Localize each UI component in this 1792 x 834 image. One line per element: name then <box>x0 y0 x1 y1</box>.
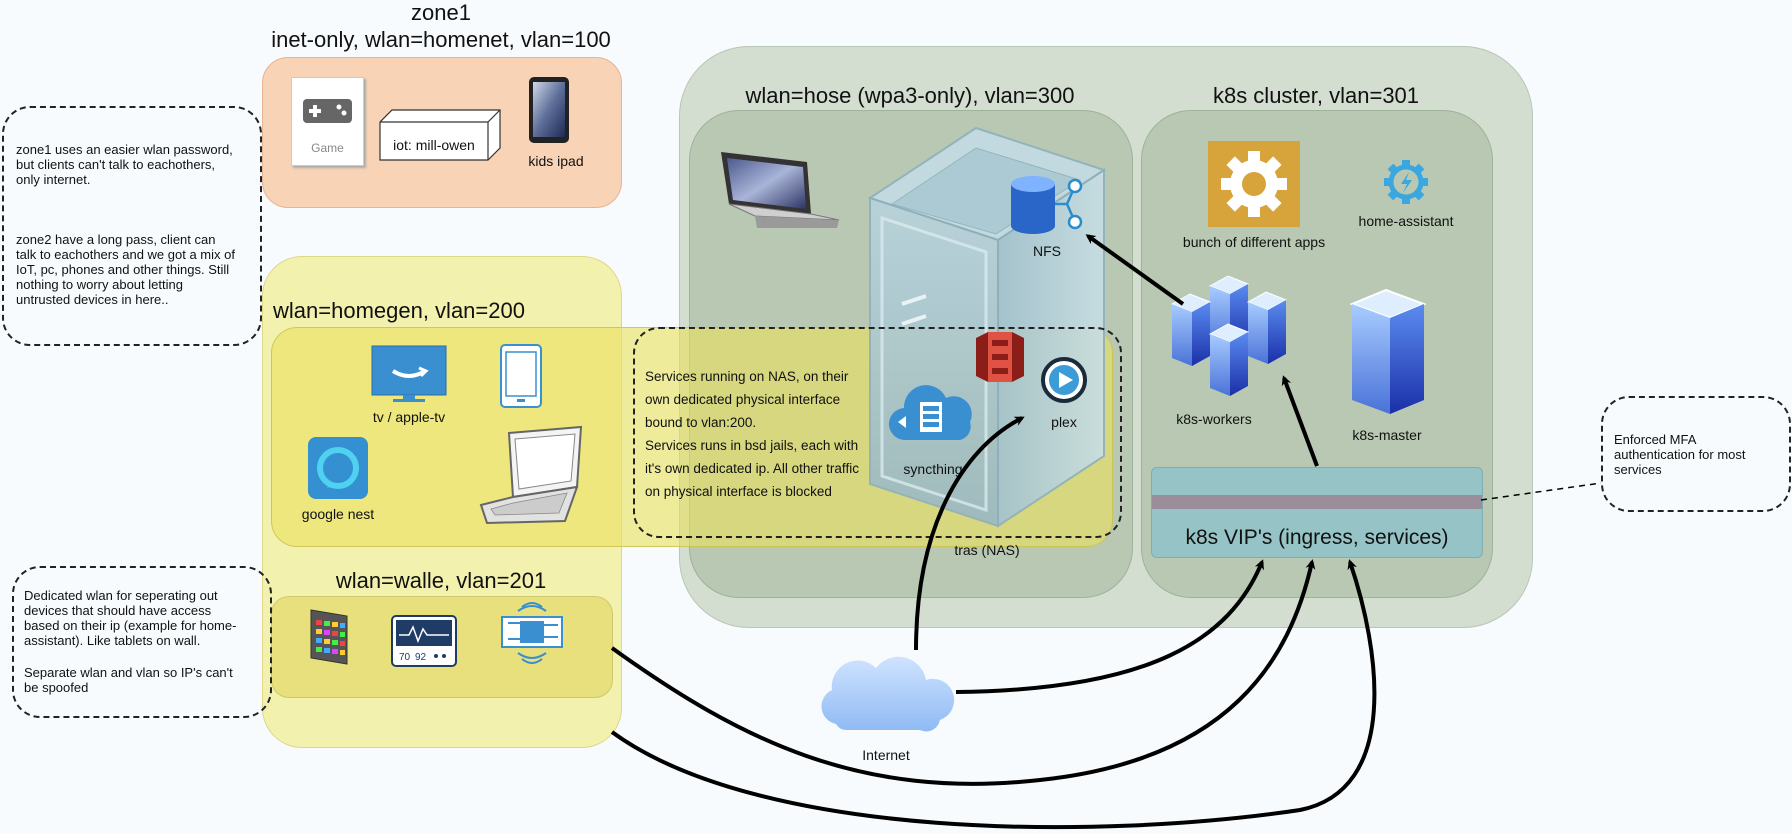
circuit-icon <box>501 602 563 664</box>
k8s-title: k8s cluster, vlan=301 <box>1212 83 1420 108</box>
zone-note-line: only internet. <box>16 172 91 187</box>
services-note-line: own dedicated physical interface <box>645 392 841 407</box>
zone-note-line: but clients can't talk to eachothers, <box>16 157 216 172</box>
mfa-note-line: services <box>1614 462 1662 477</box>
aws-s3-icon <box>976 332 1024 382</box>
zone-note-line: talk to eachothers and we got a mix of <box>16 247 235 262</box>
cloud-icon <box>821 656 955 732</box>
vip-box: k8s VIP's (ingress, services) <box>1151 467 1483 558</box>
phone-icon <box>500 344 542 408</box>
walle-title: wlan=walle, vlan=201 <box>335 568 547 593</box>
walle-note-line: based on their ip (example for home- <box>24 618 237 633</box>
database-icon <box>1011 176 1083 234</box>
home-assistant-icon <box>1384 160 1428 204</box>
svg-text:92: 92 <box>415 652 427 663</box>
laptop-icon <box>721 152 840 228</box>
internet-label: Internet <box>862 747 910 763</box>
walle-note-line: devices that should have access <box>24 603 212 618</box>
nfs-label: NFS <box>1033 243 1061 259</box>
game-label: Game <box>311 141 344 155</box>
zone-note-line: nothing to worry about letting <box>16 277 183 292</box>
walle-note: Dedicated wlan for seperating out device… <box>12 566 272 718</box>
services-note: Services running on NAS, on their own de… <box>633 327 1122 538</box>
vip-label: k8s VIP's (ingress, services) <box>1185 526 1449 549</box>
master-label: k8s-master <box>1352 427 1422 443</box>
plex-label: plex <box>1051 414 1077 430</box>
zone-note-line: zone2 have a long pass, client can <box>16 232 216 247</box>
walle-note-line: assistant). Like tablets on wall. <box>24 633 201 648</box>
zone1-title: zone1 <box>411 0 471 25</box>
apps-label: bunch of different apps <box>1182 234 1326 250</box>
game-device: Game <box>291 77 364 166</box>
tv-icon <box>371 345 447 402</box>
tv-label: tv / apple-tv <box>372 409 446 425</box>
mfa-note-line: Enforced MFA <box>1614 432 1697 447</box>
dashboard-icon <box>310 609 348 665</box>
nest-label: google nest <box>301 506 375 522</box>
workers-label: k8s-workers <box>1176 411 1252 427</box>
services-note-line: Services running on NAS, on their <box>645 369 849 384</box>
walle-note-line: Dedicated wlan for seperating out <box>24 588 218 603</box>
mfa-note: Enforced MFA authentication for most ser… <box>1601 396 1791 512</box>
services-note-line: it's own dedicated ip. All other traffic <box>645 461 859 476</box>
ipad-label: kids ipad <box>528 153 584 169</box>
gear-icon <box>1208 141 1300 227</box>
alexa-icon <box>308 437 368 499</box>
iot-label: iot: mill-owen <box>393 137 475 153</box>
walle-note-line: be spoofed <box>24 680 89 695</box>
mfa-note-line: authentication for most <box>1614 447 1746 462</box>
zone-note-line: untrusted devices in here.. <box>16 292 169 307</box>
services-note-line: bound to vlan:200. <box>645 415 757 430</box>
server-cluster-icon <box>1170 275 1288 396</box>
server-icon <box>1349 288 1427 414</box>
zone1-subtitle: inet-only, wlan=homenet, vlan=100 <box>271 27 611 52</box>
monitor-icon: 70 92 <box>391 615 457 667</box>
tablet-icon <box>529 77 569 143</box>
gamepad-icon <box>303 99 352 123</box>
svg-text:70: 70 <box>399 652 411 663</box>
homegen-title: wlan=homegen, vlan=200 <box>273 298 525 323</box>
home-assistant-label: home-assistant <box>1358 213 1454 229</box>
nas-label: tras (NAS) <box>954 542 1020 558</box>
walle-note-line: Separate wlan and vlan so IP's can't <box>24 665 233 680</box>
zone-note: zone1 uses an easier wlan password, but … <box>2 106 262 346</box>
laptop-icon <box>479 425 583 525</box>
zone-note-line: zone1 uses an easier wlan password, <box>16 142 233 157</box>
vip-bar <box>1152 495 1482 509</box>
play-icon <box>1041 357 1087 403</box>
services-note-line: Services runs in bsd jails, each with <box>645 438 859 453</box>
zone-note-line: IoT, pc, phones and other things. Still <box>16 262 230 277</box>
iot-box-icon <box>379 109 501 161</box>
hose-title: wlan=hose (wpa3-only), vlan=300 <box>745 83 1075 108</box>
services-note-line: on physical interface is blocked <box>645 484 832 499</box>
